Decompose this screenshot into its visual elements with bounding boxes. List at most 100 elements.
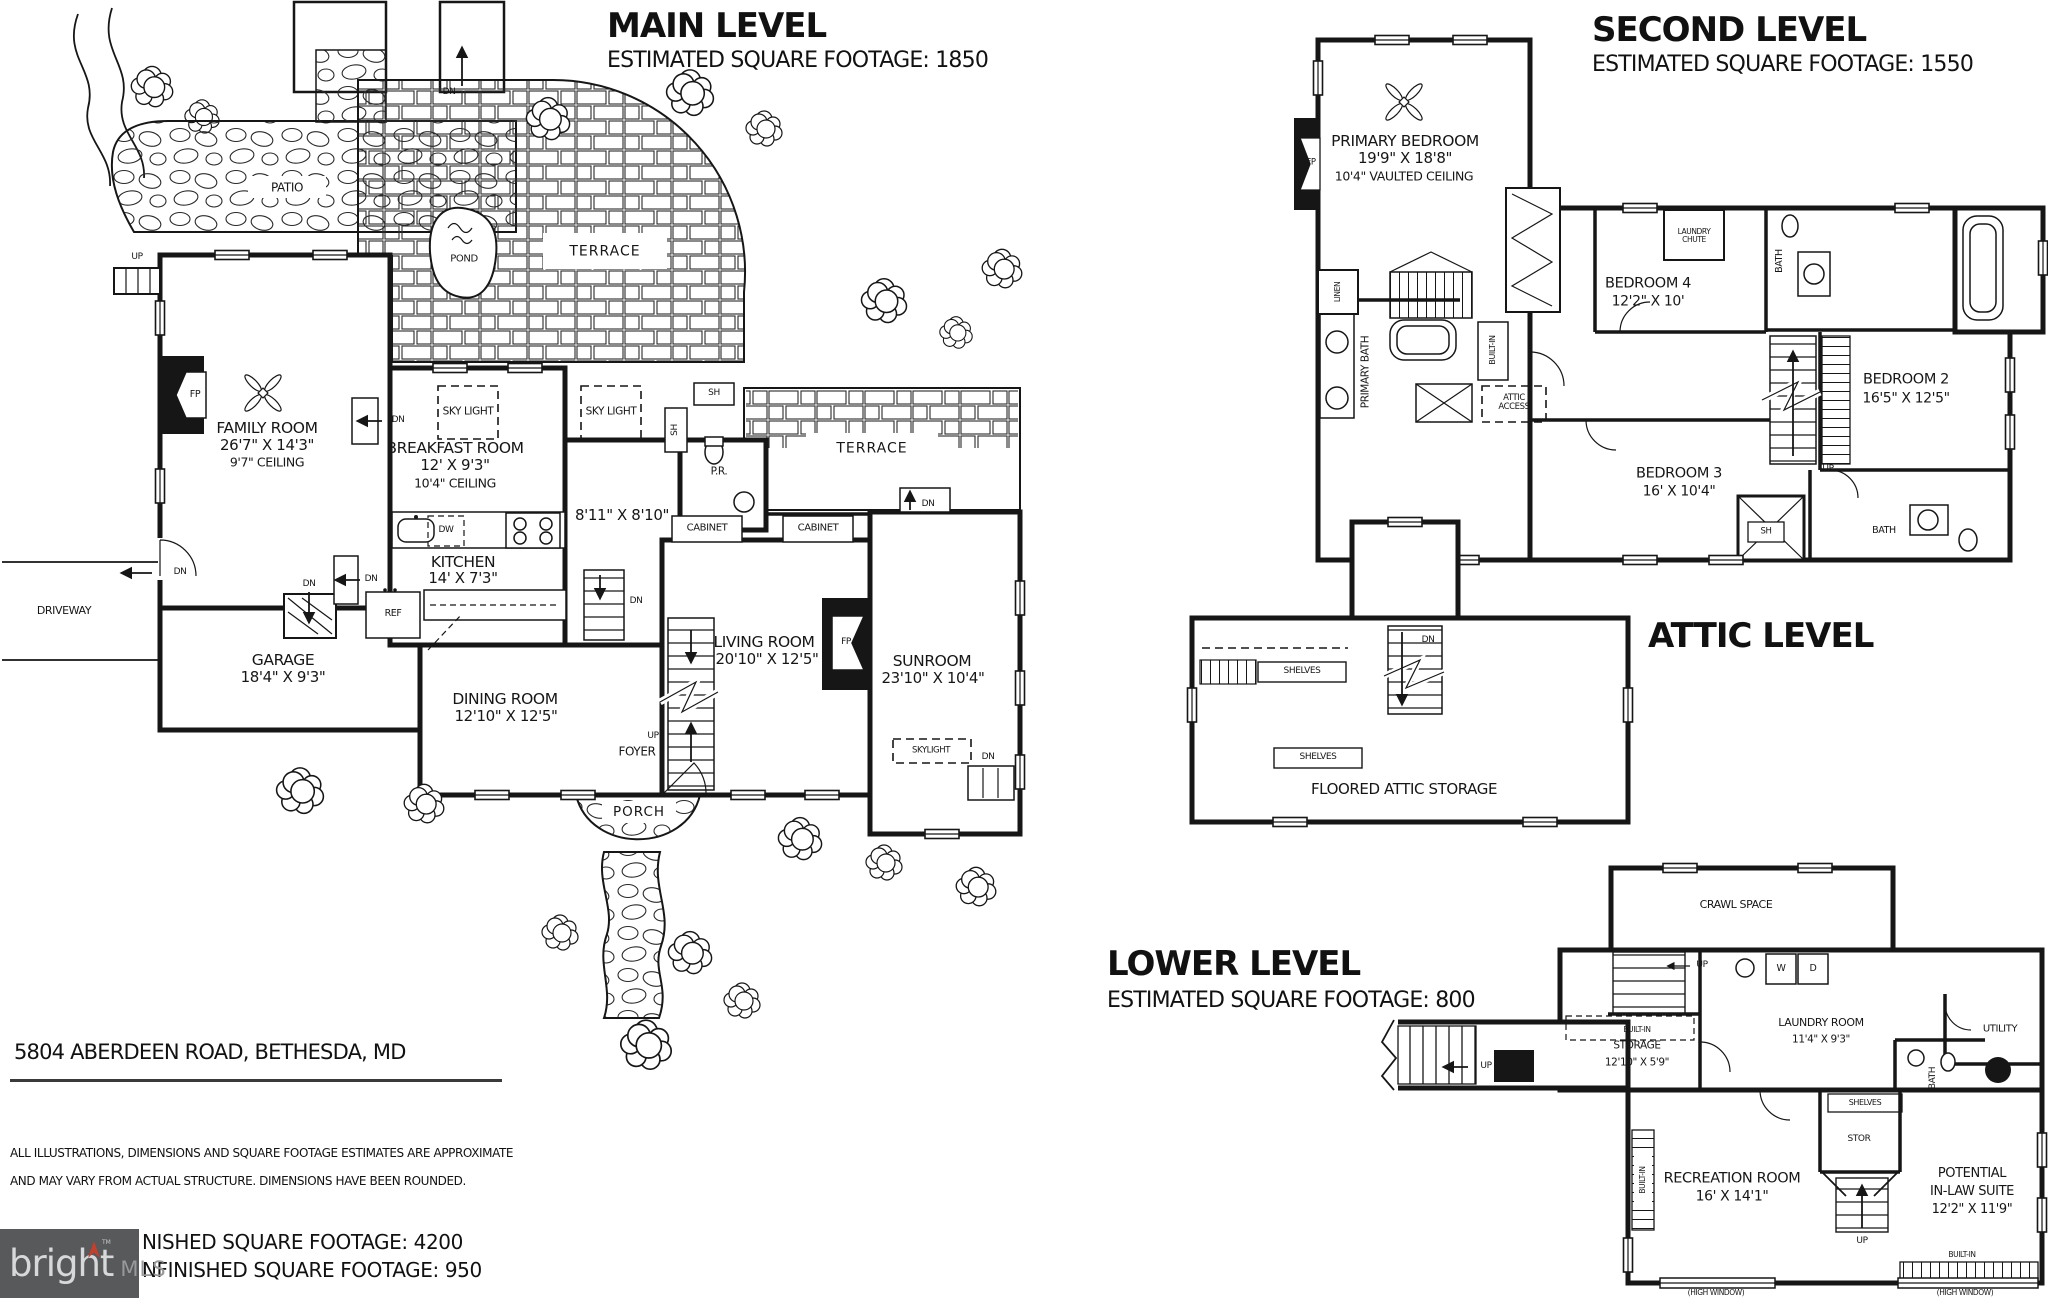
powder-room-label: P.R. — [710, 465, 728, 478]
address-underline — [10, 1079, 502, 1082]
brightmls-logo: bright TM MLS — [0, 1229, 166, 1298]
breakfast-room-name: BREAKFAST ROOM — [386, 438, 524, 457]
crawl-space-label: CRAWL SPACE — [1699, 898, 1773, 912]
dn-attic-label: DN — [1421, 635, 1435, 646]
family-room-dims: 26'7" X 14'3" — [220, 436, 314, 455]
breakfast-room-dims: 12' X 9'3" — [420, 456, 490, 475]
rear-hall-dims: 8'11" X 8'10" — [575, 506, 669, 525]
lower-level-subtitle: ESTIMATED SQUARE FOOTAGE: 800 — [1107, 988, 1476, 1013]
fireplace-primary-label: FP — [1306, 157, 1316, 168]
driveway-label: DRIVEWAY — [36, 604, 92, 618]
dn-sunroom-right-label: DN — [981, 752, 995, 763]
kitchen-name: KITCHEN — [430, 552, 496, 571]
dn-basement-label: DN — [629, 596, 643, 607]
stor-label: STOR — [1847, 1134, 1871, 1145]
lower-level-title: LOWER LEVEL — [1107, 944, 1361, 984]
laundry-room-dims: 11'4" X 9'3" — [1792, 1033, 1850, 1046]
foyer-label: FOYER — [618, 744, 656, 759]
skylight-1-label: SKY LIGHT — [442, 405, 494, 418]
disclaimer-line2: AND MAY VARY FROM ACTUAL STRUCTURE. DIME… — [10, 1174, 466, 1188]
shower-second-label: SH — [1760, 526, 1772, 537]
second-level-subtitle: ESTIMATED SQUARE FOOTAGE: 1550 — [1592, 52, 1974, 77]
terrace-upper-label: TERRACE — [569, 243, 641, 260]
dn-family-side-label: DN — [173, 567, 187, 578]
primary-bedroom-name: PRIMARY BEDROOM — [1331, 131, 1479, 150]
refrigerator-label: REF — [384, 607, 402, 619]
dining-room-dims: 12'10" X 12'5" — [454, 707, 558, 726]
logo-mls-text: MLS — [120, 1256, 167, 1281]
high-window-2-label: (HIGH WINDOW) — [1936, 1288, 1994, 1298]
primary-bedroom-ceiling: 10'4" VAULTED CEILING — [1334, 168, 1474, 184]
high-window-1-label: (HIGH WINDOW) — [1687, 1288, 1745, 1298]
property-address: 5804 ABERDEEN ROAD, BETHESDA, MD — [14, 1040, 406, 1064]
skylight-sunroom-label: SKYLIGHT — [911, 745, 951, 756]
disclaimer-line1: ALL ILLUSTRATIONS, DIMENSIONS AND SQUARE… — [10, 1146, 514, 1160]
up-lower-bottom-label: UP — [1856, 1236, 1868, 1247]
builtin-storage-line1: BUILT-IN — [1623, 1025, 1651, 1035]
garage-name: GARAGE — [251, 650, 315, 669]
bedroom4-name: BEDROOM 4 — [1605, 275, 1691, 292]
pond-label: POND — [450, 253, 478, 265]
recreation-room-dims: 16' X 14'1" — [1695, 1188, 1769, 1205]
living-room-name: LIVING ROOM — [713, 632, 815, 651]
recreation-room-name: RECREATION ROOM — [1663, 1170, 1801, 1187]
bedroom2-dims: 16'5" X 12'5" — [1862, 390, 1950, 407]
finished-sqft: NISHED SQUARE FOOTAGE: 4200 — [142, 1230, 463, 1254]
dn-walkway-label: DN — [442, 87, 456, 98]
fireplace-family-label: FP — [189, 388, 201, 400]
shelves-1-label: SHELVES — [1283, 666, 1321, 677]
cabinet-2-label: CABINET — [797, 522, 839, 534]
inlaw-suite-dims: 12'2" X 11'9" — [1931, 1202, 2013, 1218]
inlaw-suite-line2: IN-LAW SUITE — [1930, 1184, 2014, 1200]
laundry-room-name: LAUNDRY ROOM — [1778, 1016, 1864, 1030]
floored-attic-storage-label: FLOORED ATTIC STORAGE — [1310, 780, 1498, 799]
shower-2-label: SH — [670, 424, 681, 436]
terrace-right-label: TERRACE — [836, 440, 908, 457]
builtin-storage-dims: 12'10" X 5'9" — [1604, 1056, 1670, 1069]
bedroom3-name: BEDROOM 3 — [1636, 465, 1722, 482]
sunroom-name: SUNROOM — [892, 651, 972, 670]
builtin-storage-line2: STORAGE — [1613, 1039, 1661, 1052]
porch-label: PORCH — [612, 803, 666, 820]
bath-top-label: BATH — [1773, 249, 1785, 273]
linen-label: LINEN — [1333, 281, 1343, 303]
shower-1-label: SH — [708, 388, 720, 399]
laundry-chute-label: LAUNDRY CHUTE — [1677, 227, 1711, 244]
washer-label: W — [1776, 962, 1786, 974]
primary-bedroom-dims: 19'9" X 18'8" — [1358, 149, 1452, 168]
dryer-label: D — [1809, 962, 1817, 974]
fireplace-living-label: FP — [841, 637, 851, 648]
bath-lower-label: BATH — [1928, 1066, 1939, 1090]
dn-garage-label: DN — [302, 579, 316, 590]
built-in-rec-label: BUILT-IN — [1638, 1166, 1648, 1194]
up-main-stair-label: UP — [647, 731, 659, 742]
dn-breakfast-label: DN — [391, 415, 405, 426]
attic-access-label: ATTIC ACCESS — [1498, 393, 1530, 412]
kitchen-dims: 14' X 7'3" — [428, 569, 498, 588]
dn-kitchen-back-label: DN — [364, 574, 378, 585]
shelves-lower-label: SHELVES — [1848, 1097, 1882, 1107]
bedroom2-name: BEDROOM 2 — [1863, 371, 1949, 388]
logo-brand-text: bright — [9, 1242, 114, 1285]
bedroom3-dims: 16' X 10'4" — [1642, 483, 1716, 500]
built-in-lower-label: BUILT-IN — [1948, 1250, 1976, 1260]
main-level-subtitle: ESTIMATED SQUARE FOOTAGE: 1850 — [607, 48, 989, 73]
cabinet-1-label: CABINET — [686, 522, 728, 534]
skylight-2-label: SKY LIGHT — [585, 405, 637, 418]
dining-room-name: DINING ROOM — [452, 689, 558, 708]
up-lower-top-label: UP — [1696, 960, 1708, 971]
built-in-second-label: BUILT-IN — [1487, 335, 1497, 365]
family-room-ceiling: 9'7" CEILING — [229, 454, 305, 470]
utility-label: UTILITY — [1982, 1023, 2018, 1035]
breakfast-room-ceiling: 10'4" CEILING — [414, 475, 496, 491]
dishwasher-label: DW — [438, 525, 454, 536]
sunroom-dims: 23'10" X 10'4" — [881, 669, 985, 688]
up-lower-wing-label: UP — [1480, 1061, 1492, 1072]
up-second-stair-label: UP — [1822, 464, 1834, 475]
attic-level-title: ATTIC LEVEL — [1648, 616, 1874, 656]
second-level-title: SECOND LEVEL — [1592, 10, 1867, 50]
up-family-steps-label: UP — [131, 252, 143, 263]
shelves-2-label: SHELVES — [1299, 752, 1337, 763]
